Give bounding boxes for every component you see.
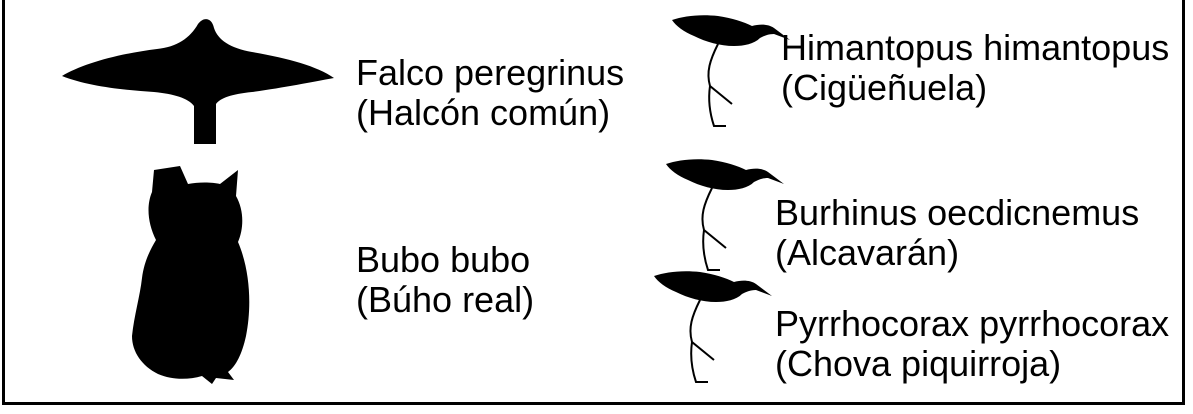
label-chough: Pyrrhocorax pyrrhocorax (Chova piquirroj…	[775, 304, 1169, 384]
curlew-common-name: (Alcavarán)	[775, 232, 960, 273]
falcon-scientific-name: Falco peregrinus	[356, 52, 625, 93]
falcon-common-name: (Halcón común)	[356, 92, 611, 133]
owl-icon	[132, 166, 250, 384]
stilt-icon-1	[672, 15, 790, 127]
chough-scientific-name: Pyrrhocorax pyrrhocorax	[775, 303, 1170, 344]
curlew-scientific-name: Burhinus oecdicnemus	[775, 192, 1140, 233]
chough-common-name: (Chova piquirroja)	[775, 343, 1062, 384]
label-owl: Bubo bubo (Búho real)	[356, 240, 534, 320]
owl-scientific-name: Bubo bubo	[356, 239, 531, 280]
label-curlew: Burhinus oecdicnemus (Alcavarán)	[775, 193, 1139, 273]
stilt-common-name: (Cigüeñuela)	[781, 67, 988, 108]
falcon-icon	[62, 19, 334, 144]
stilt-icon-2	[666, 159, 784, 271]
label-stilt: Himantopus himantopus (Cigüeñuela)	[781, 28, 1169, 108]
stilt-scientific-name: Himantopus himantopus	[781, 27, 1170, 68]
stilt-icon-3	[654, 271, 772, 383]
owl-common-name: (Búho real)	[356, 279, 535, 320]
label-falcon: Falco peregrinus (Halcón común)	[356, 53, 624, 133]
